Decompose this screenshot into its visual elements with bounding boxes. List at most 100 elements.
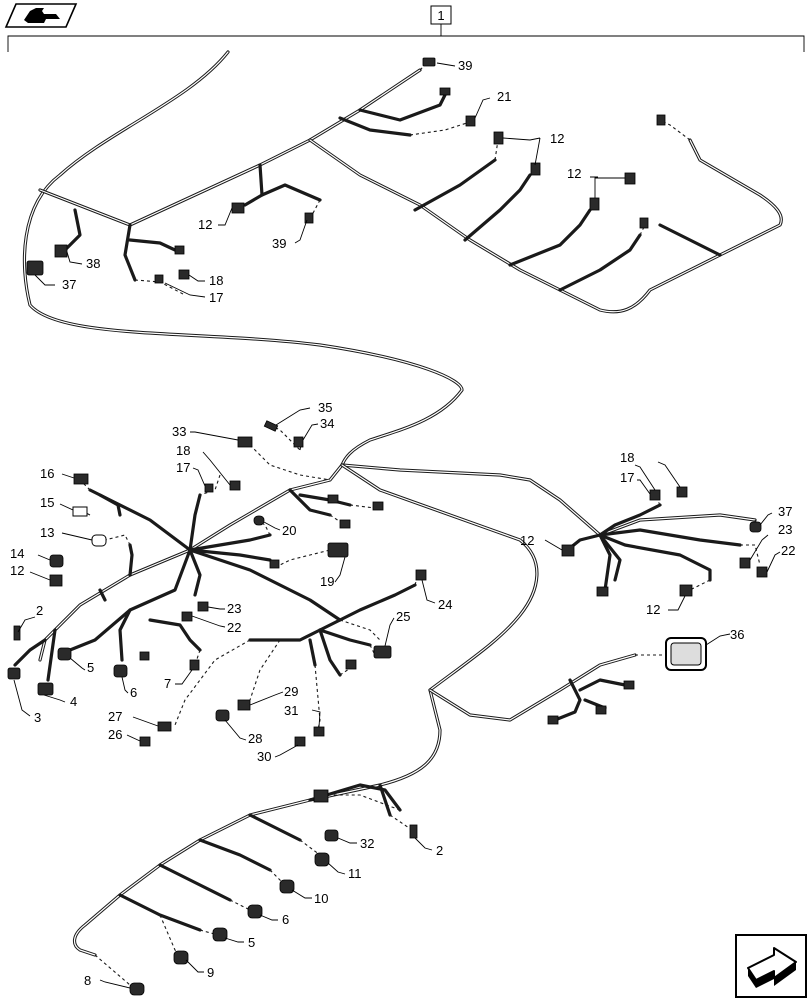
callout-5a[interactable]: 5 <box>87 660 94 675</box>
callout-17c[interactable]: 17 <box>620 470 634 485</box>
connector-plug-h[interactable] <box>339 519 351 529</box>
connector-plug-b[interactable] <box>639 217 649 229</box>
callout-22b[interactable]: 22 <box>781 543 795 558</box>
connector-5b[interactable] <box>212 927 228 942</box>
callout-35[interactable]: 35 <box>318 400 332 415</box>
connector-2b[interactable] <box>409 824 418 839</box>
connector-27[interactable] <box>157 721 172 732</box>
connector-12b[interactable] <box>530 162 541 176</box>
connector-18a[interactable] <box>178 269 190 280</box>
connector-39b[interactable] <box>304 212 314 224</box>
callout-34[interactable]: 34 <box>320 416 334 431</box>
connector-18b[interactable] <box>229 480 241 491</box>
callout-31[interactable]: 31 <box>284 703 298 718</box>
callout-6b[interactable]: 6 <box>282 912 289 927</box>
connector-22a[interactable] <box>181 611 193 622</box>
callout-16[interactable]: 16 <box>40 466 54 481</box>
connector-17c[interactable] <box>649 489 661 501</box>
callout-27[interactable]: 27 <box>108 709 122 724</box>
connector-plug-g[interactable] <box>327 494 339 504</box>
connector-24[interactable] <box>415 569 427 581</box>
connector-12c[interactable] <box>589 197 600 211</box>
connector-16[interactable] <box>73 473 89 485</box>
connector-23a[interactable] <box>197 601 209 612</box>
callout-5b[interactable]: 5 <box>248 935 255 950</box>
connector-20[interactable] <box>253 515 265 526</box>
callout-32[interactable]: 32 <box>360 836 374 851</box>
callout-12a[interactable]: 12 <box>550 131 564 146</box>
callout-29[interactable]: 29 <box>284 684 298 699</box>
callout-7[interactable]: 7 <box>164 676 171 691</box>
callout-25[interactable]: 25 <box>396 609 410 624</box>
connector-plug-k[interactable] <box>596 586 609 597</box>
connector-8[interactable] <box>129 982 145 996</box>
callout-13[interactable]: 13 <box>40 525 54 540</box>
connector-plug-a[interactable] <box>439 87 451 96</box>
connector-11[interactable] <box>314 852 330 867</box>
connector-plug-j[interactable] <box>269 559 280 569</box>
callout-12d[interactable]: 12 <box>10 563 24 578</box>
callout-17a[interactable]: 17 <box>209 290 223 305</box>
callout-10[interactable]: 10 <box>314 891 328 906</box>
connector-33[interactable] <box>237 436 253 448</box>
connector-plug-c[interactable] <box>656 114 666 126</box>
callout-38[interactable]: 38 <box>86 256 100 271</box>
callout-19[interactable]: 19 <box>320 574 334 589</box>
connector-13[interactable] <box>91 534 107 547</box>
connector-2a[interactable] <box>13 625 21 641</box>
callout-22a[interactable]: 22 <box>227 620 241 635</box>
callout-14[interactable]: 14 <box>10 546 24 561</box>
connector-plug-d[interactable] <box>174 245 185 255</box>
connector-22b[interactable] <box>756 566 768 578</box>
connector-12g[interactable] <box>561 544 575 557</box>
connector-17a[interactable] <box>154 274 164 284</box>
callout-24[interactable]: 24 <box>438 597 452 612</box>
callout-3[interactable]: 3 <box>34 710 41 725</box>
callout-12b[interactable]: 12 <box>567 166 581 181</box>
callout-18b[interactable]: 18 <box>176 443 190 458</box>
connector-25[interactable] <box>373 645 392 659</box>
connector-14[interactable] <box>49 554 64 568</box>
callout-17b[interactable]: 17 <box>176 460 190 475</box>
callout-37a[interactable]: 37 <box>62 277 76 292</box>
connector-37b[interactable] <box>749 521 762 533</box>
callout-18a[interactable]: 18 <box>209 273 223 288</box>
connector-36[interactable] <box>665 637 707 671</box>
connector-28[interactable] <box>215 709 230 722</box>
connector-19[interactable] <box>327 542 349 558</box>
connector-plug-m[interactable] <box>595 705 607 715</box>
connector-23b[interactable] <box>739 557 751 569</box>
book-hand-icon[interactable] <box>4 3 78 28</box>
connector-9[interactable] <box>173 950 189 965</box>
connector-4[interactable] <box>37 682 54 696</box>
connector-12e[interactable] <box>231 202 245 214</box>
connector-12a[interactable] <box>493 131 504 145</box>
callout-6a[interactable]: 6 <box>130 685 137 700</box>
callout-20[interactable]: 20 <box>282 523 296 538</box>
callout-21[interactable]: 21 <box>497 89 511 104</box>
connector-18c[interactable] <box>676 486 688 498</box>
callout-39a[interactable]: 39 <box>458 58 472 73</box>
connector-17b[interactable] <box>204 483 214 493</box>
connector-37a[interactable] <box>26 260 44 276</box>
connector-26[interactable] <box>139 736 151 747</box>
connector-plug-o[interactable] <box>313 789 329 803</box>
callout-4[interactable]: 4 <box>70 694 77 709</box>
connector-plug-f[interactable] <box>345 659 357 670</box>
callout-12e[interactable]: 12 <box>520 533 534 548</box>
callout-2b[interactable]: 2 <box>436 843 443 858</box>
callout-12c[interactable]: 12 <box>198 217 212 232</box>
callout-28[interactable]: 28 <box>248 731 262 746</box>
connector-21[interactable] <box>465 115 476 127</box>
assembly-label[interactable]: 1 <box>437 8 444 23</box>
callout-12f[interactable]: 12 <box>646 602 660 617</box>
connector-12h[interactable] <box>679 584 693 597</box>
connector-35[interactable] <box>263 420 279 432</box>
connector-38[interactable] <box>54 244 68 258</box>
connector-12d[interactable] <box>624 172 636 185</box>
callout-26[interactable]: 26 <box>108 727 122 742</box>
callout-23a[interactable]: 23 <box>227 601 241 616</box>
callout-39b[interactable]: 39 <box>272 236 286 251</box>
callout-30[interactable]: 30 <box>257 749 271 764</box>
next-page-arrow-icon[interactable] <box>735 934 807 998</box>
